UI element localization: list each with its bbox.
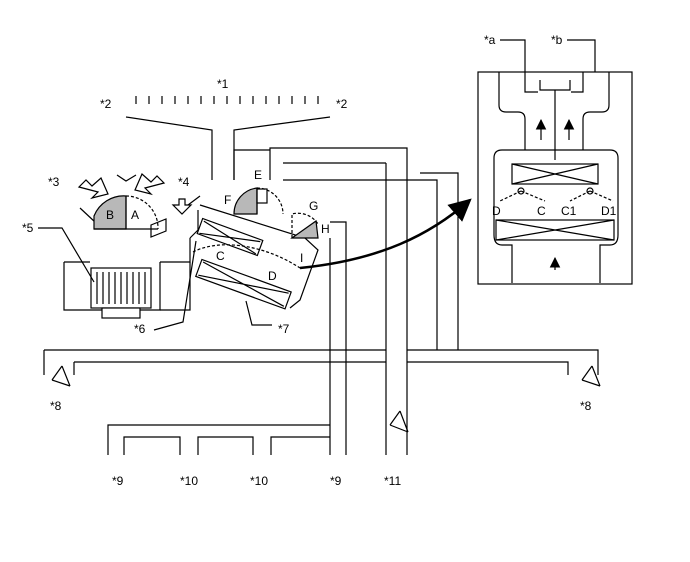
- leader-6: [153, 240, 197, 331]
- blower-fan: [90, 267, 152, 319]
- defroster-outlets: [135, 96, 319, 104]
- damper-label-f: F: [224, 193, 231, 207]
- inlet-plate: [150, 218, 167, 238]
- callout-5: *5: [22, 221, 34, 235]
- mode-damper-ghi: [290, 212, 319, 239]
- callout-10-right: *10: [250, 474, 268, 488]
- vent-flap-icon-right: [581, 365, 601, 387]
- leader-b: [567, 39, 596, 72]
- callout-11: *11: [384, 474, 401, 488]
- damper-label-g: G: [309, 199, 318, 213]
- mode-damper-ef: [233, 187, 284, 215]
- intake-wall-left: [79, 207, 96, 223]
- damper-label-a: A: [131, 208, 139, 222]
- callout-3: *3: [48, 175, 60, 189]
- vent-flap-icon-center: [389, 410, 409, 433]
- intake-wall-right: [187, 195, 201, 206]
- leader-5: [38, 227, 95, 283]
- recirc-air-inlet-arrow: [134, 173, 166, 196]
- callout-10-left: *10: [180, 474, 198, 488]
- callout-4: *4: [178, 175, 190, 189]
- leader-a: [500, 39, 526, 72]
- detail-callout-a: *a: [484, 33, 496, 47]
- label-c: C: [216, 249, 225, 263]
- damper-label-h: H: [321, 222, 330, 236]
- detail-callout-b: *b: [551, 33, 563, 47]
- detail-label-c: C: [537, 204, 546, 218]
- vent-flap-icon-left: [51, 365, 71, 387]
- damper-label-b: B: [106, 208, 114, 222]
- callout-8-left: *8: [50, 399, 62, 413]
- evaporator: [196, 217, 264, 257]
- callout-7: *7: [278, 322, 290, 336]
- detail-label-c1: C1: [561, 204, 577, 218]
- intake-damper: [93, 195, 159, 230]
- duct-network: [43, 147, 599, 455]
- heater-core: [194, 258, 292, 310]
- callout-6: *6: [134, 322, 146, 336]
- detail-view: [477, 71, 633, 285]
- detail-label-d1: D1: [601, 204, 617, 218]
- down-arrow-icon: [171, 198, 193, 215]
- callout-2-right: *2: [336, 97, 348, 111]
- callout-1: *1: [217, 77, 229, 91]
- callout-9-right: *9: [330, 474, 342, 488]
- air-mix-dashed-arc: [192, 244, 301, 269]
- leader-7: [245, 300, 272, 326]
- detail-pointer-arrow: [299, 198, 472, 270]
- damper-label-i: I: [300, 251, 303, 265]
- callout-2-left: *2: [100, 97, 112, 111]
- intake-lip: [116, 174, 137, 182]
- callout-9-left: *9: [112, 474, 124, 488]
- label-d: D: [268, 269, 277, 283]
- detail-label-d: D: [492, 204, 501, 218]
- callout-8-right: *8: [580, 399, 592, 413]
- fresh-air-inlet-arrow: [77, 177, 109, 200]
- damper-label-e: E: [254, 168, 262, 182]
